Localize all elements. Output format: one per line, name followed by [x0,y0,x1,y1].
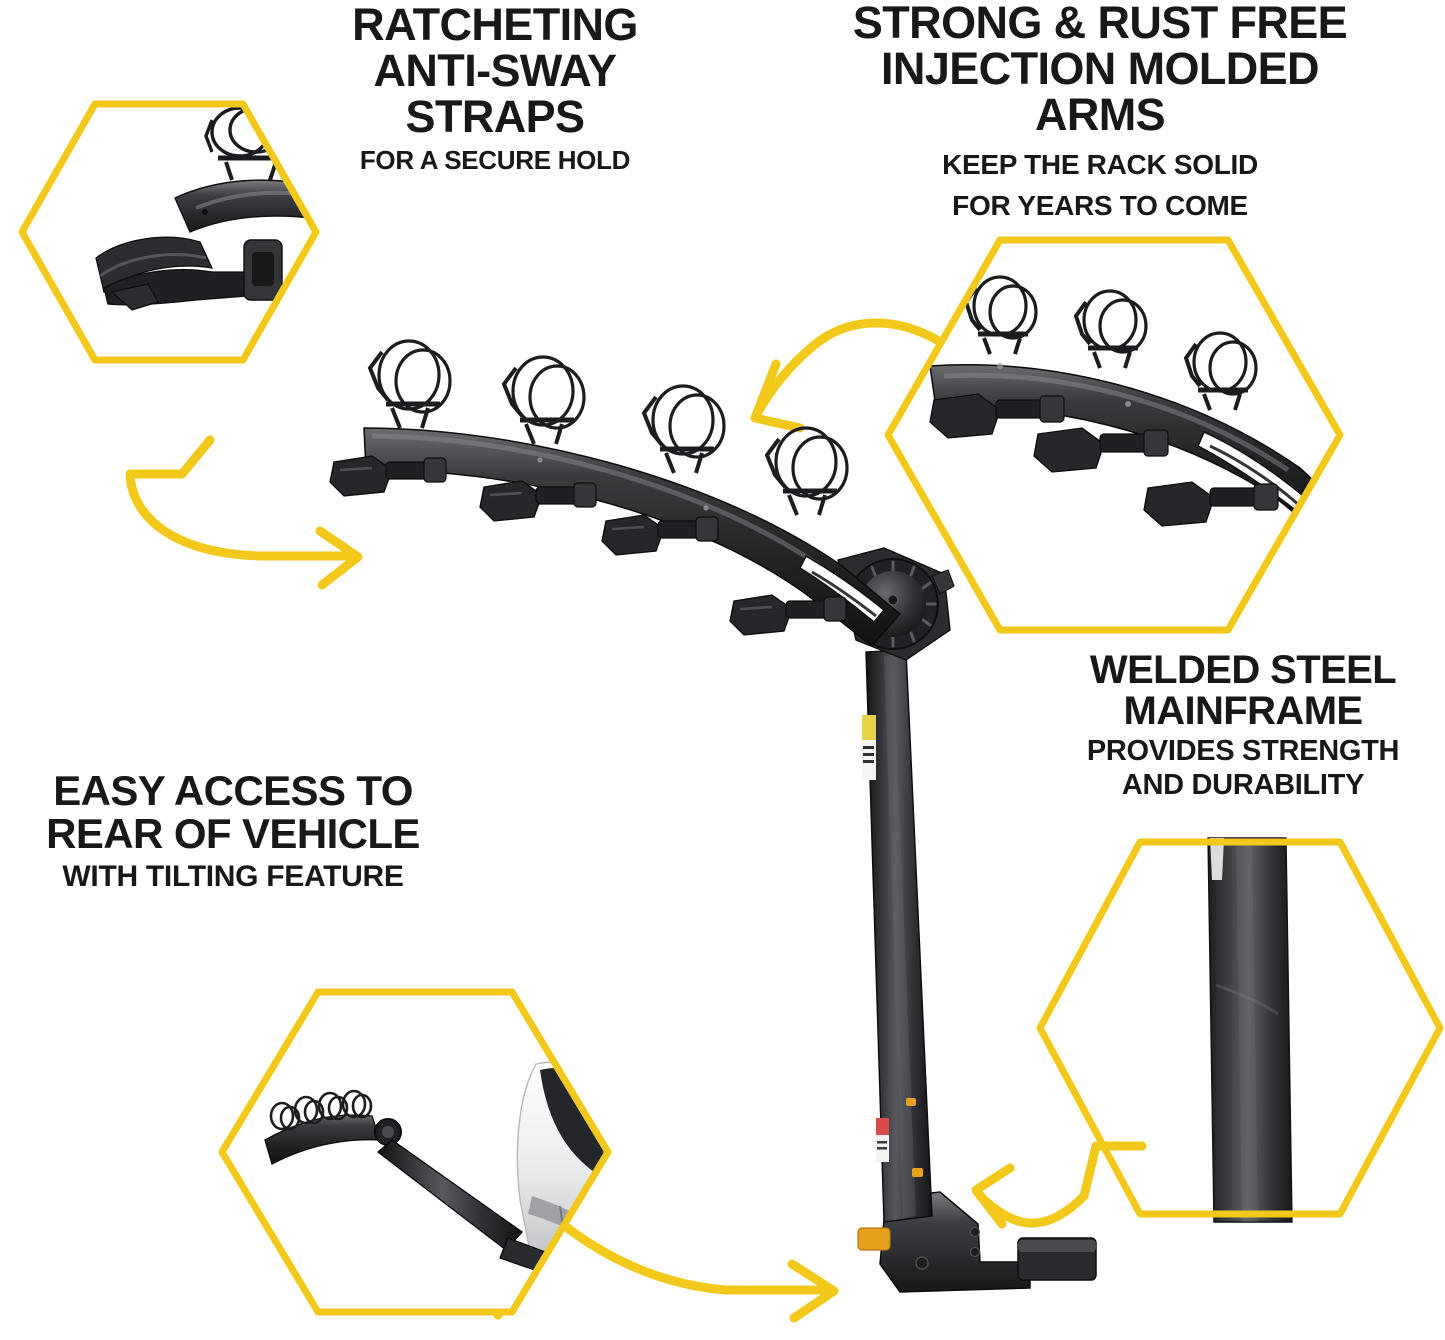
hex-photo-access [222,992,608,1312]
subline-line: KEEP THE RACK SOLID [942,148,1258,180]
hex-straps [929,393,1279,527]
callout-text-mainframe: WELDED STEEL MAINFRAME PROVIDES STRENGTH… [1048,650,1438,801]
headline-line: ANTI-SWAY [373,44,618,96]
hexagon-callout-arms [884,236,1344,634]
bike-cradles [367,339,849,516]
hex-photo-mainframe [1207,837,1293,1223]
headline-line: REAR OF VEHICLE [46,809,420,857]
subline-line: PROVIDES STRENGTH [1086,734,1400,767]
subline-line: FOR A SECURE HOLD [359,144,631,175]
hexagon-callout-straps [18,100,320,364]
hexagon-callout-access [218,988,612,1316]
cradle [764,426,849,516]
hexagon-frame [884,236,1344,634]
strap-buckle [729,594,847,636]
headline-line: INJECTION MOLDED [881,42,1320,94]
strap-buckle [329,455,447,497]
subline-line: AND DURABILITY [1121,769,1365,802]
headline-line: ARMS [1034,88,1166,140]
strap-detail [95,236,283,311]
strap-buckle [601,514,719,556]
headline-line: EASY ACCESS TO [53,767,413,814]
headline-line: STRAPS [405,90,586,142]
arrow-straps-icon [125,435,363,590]
mainframe-mast [862,649,933,1223]
arrow-mainframe-icon [971,1141,1147,1229]
callout-text-straps: RATCHETING ANTI-SWAY STRAPS FOR A SECURE… [300,2,690,173]
hitch-lock-knob [857,1227,891,1251]
callout-text-arms: STRONG & RUST FREE INJECTION MOLDED ARMS… [845,0,1355,221]
strap-buckle [479,480,597,522]
product-illustration-bike-rack [329,339,1097,1293]
subline-line: WITH TILTING FEATURE [62,859,404,893]
hex-photo-straps [22,104,316,360]
headline-line: MAINFRAME [1123,688,1363,733]
anti-sway-straps [329,455,847,636]
cradle [641,384,726,474]
headline-line: STRONG & RUST FREE [852,0,1348,48]
mainframe-closeup-tube [1207,837,1293,1223]
hexagon-frame [218,988,612,1316]
subline-line: FOR YEARS TO COME [952,190,1248,222]
hexagon-frame [1036,838,1444,1218]
arrow-arms-icon [750,318,1005,445]
carry-arm [363,427,902,648]
headline-line: WELDED STEEL [1089,648,1397,692]
headline-line: RATCHETING [352,0,638,50]
hexagon-callout-mainframe [1036,837,1444,1223]
cradle [367,339,452,429]
hexagon-frame [18,100,320,364]
callout-text-access: EASY ACCESS TO REAR OF VEHICLE WITH TILT… [8,767,458,893]
cradle [501,355,586,445]
